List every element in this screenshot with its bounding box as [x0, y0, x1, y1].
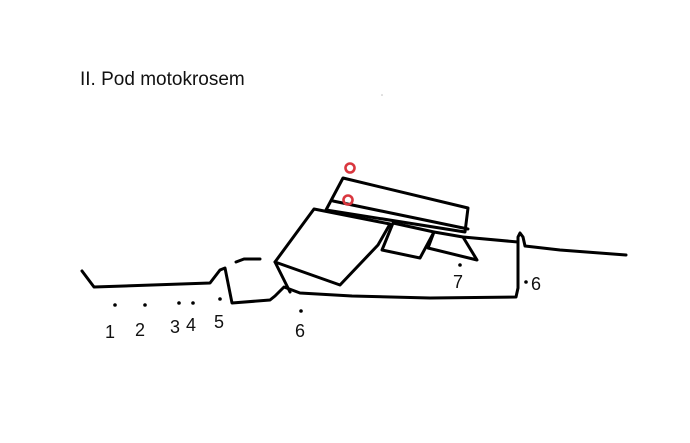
middle-block — [380, 221, 436, 260]
point-label-3: 3 — [170, 317, 180, 337]
point-dot-6-low — [299, 309, 303, 313]
main-block — [273, 207, 392, 287]
red-marker-lower — [342, 194, 354, 206]
point-dot-7 — [458, 263, 462, 267]
upper-ledge-line — [234, 257, 262, 264]
point-label-1: 1 — [105, 322, 115, 342]
point-dot-1 — [113, 303, 117, 307]
top-slab — [324, 176, 470, 234]
red-marker-upper — [344, 162, 356, 174]
point-dot-2 — [143, 303, 147, 307]
point-dot-6-right — [524, 280, 528, 284]
red-markers — [342, 162, 356, 206]
rock-slabs — [273, 176, 520, 294]
point-dot-4 — [191, 301, 195, 305]
point-label-2: 2 — [135, 320, 145, 340]
point-label-7: 7 — [453, 272, 463, 292]
sketch-title: II. Pod motokrosem — [80, 69, 245, 90]
block-slip-line — [273, 260, 292, 294]
point-label-5: 5 — [214, 312, 224, 332]
right-block — [426, 230, 479, 262]
point-dot-3 — [177, 301, 181, 305]
top-slab-inner-line — [331, 199, 470, 231]
point-dot-5 — [218, 297, 222, 301]
survey-points: 1 2 3 4 5 6 7 6 — [105, 263, 541, 342]
cave-ceiling-line — [461, 235, 520, 244]
point-label-4: 4 — [186, 315, 196, 335]
left-ground-line — [80, 231, 628, 305]
terrain-profile — [80, 231, 628, 305]
point-label-6-right: 6 — [531, 274, 541, 294]
point-label-6-low: 6 — [295, 321, 305, 341]
paper-speck — [381, 94, 383, 96]
